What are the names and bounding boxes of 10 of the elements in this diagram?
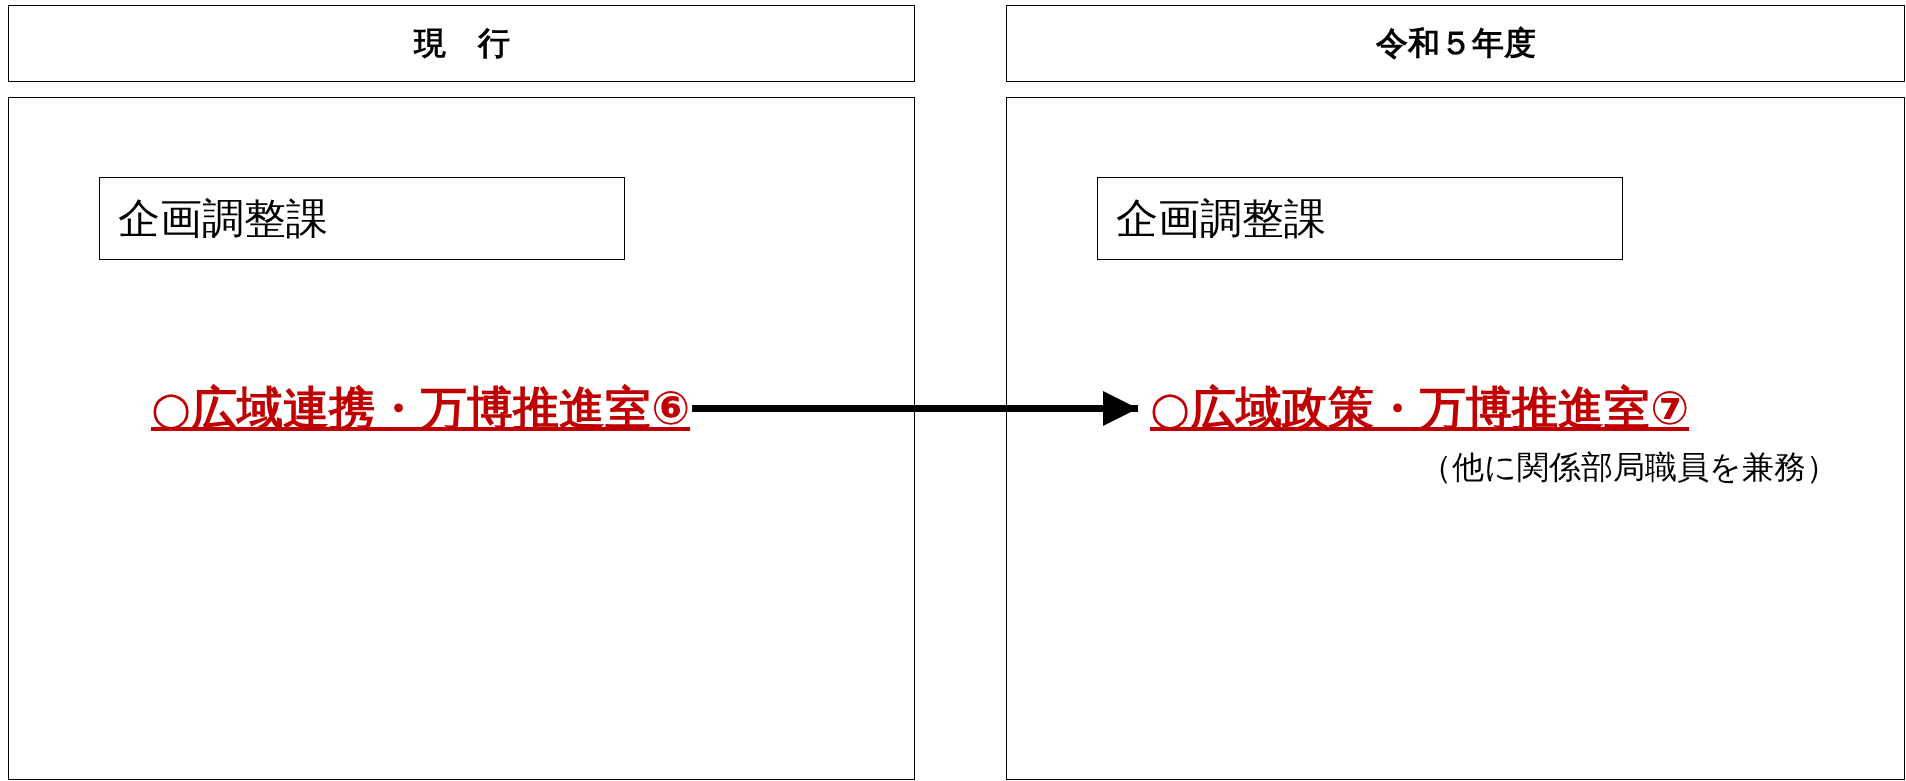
arrow xyxy=(692,390,1138,426)
division-box: 企画調整課 xyxy=(1097,177,1623,260)
column-panel xyxy=(8,97,915,780)
column-panel xyxy=(1006,97,1905,780)
column-header: 現 行 xyxy=(8,5,915,82)
division-box: 企画調整課 xyxy=(99,177,625,260)
note-text: （他に関係部局職員を兼務） xyxy=(1420,447,1838,488)
office-name: ○広域連携・万博推進室⑥ xyxy=(151,382,691,435)
office-name: ○広域政策・万博推進室⑦ xyxy=(1150,382,1690,435)
column-header: 令和５年度 xyxy=(1006,5,1905,82)
